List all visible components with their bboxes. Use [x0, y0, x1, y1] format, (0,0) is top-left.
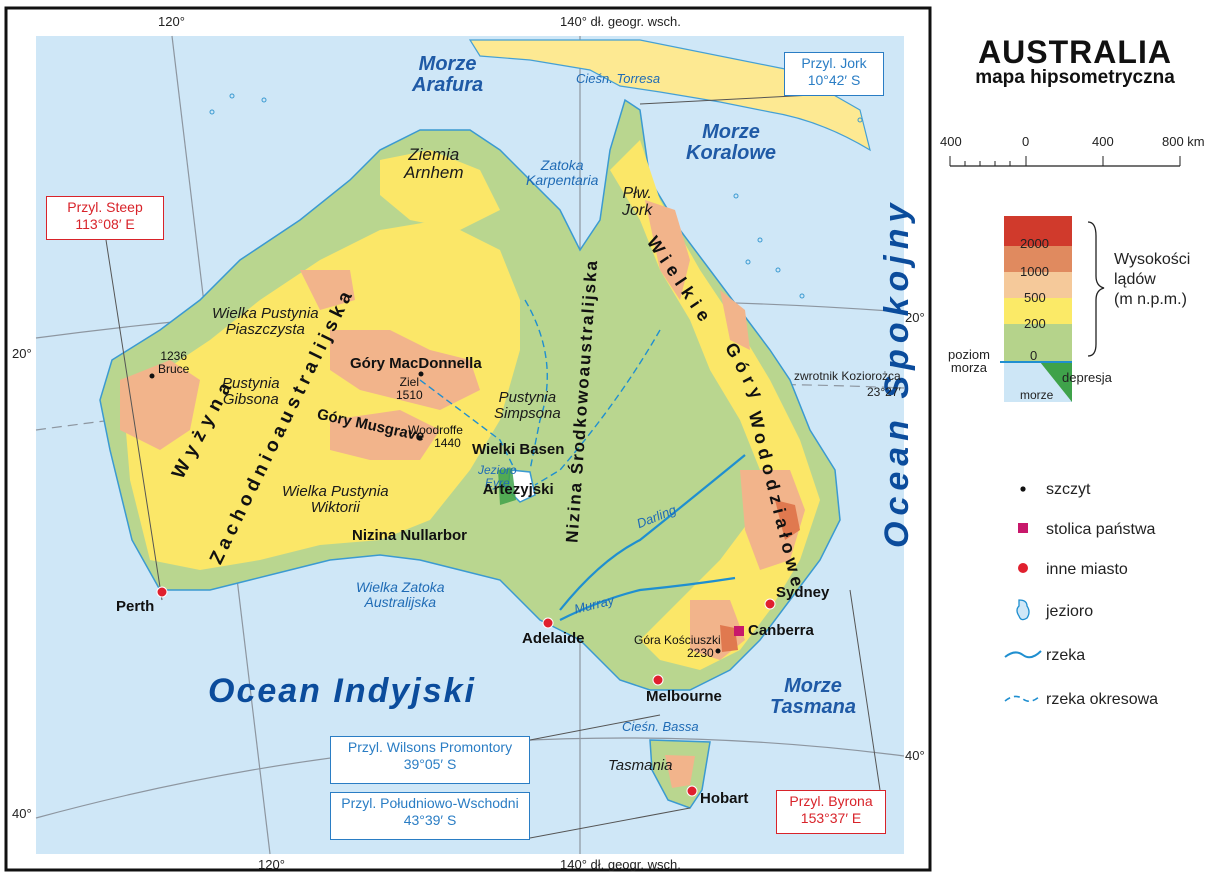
- legend-row: rzeka okresowa: [1000, 678, 1210, 722]
- cape-southeast-name: Przyl. Południowo-Wschodni: [341, 795, 519, 811]
- cape-jork-coord: 10°42′ S: [807, 71, 861, 88]
- darling-river: [559, 454, 746, 611]
- city-sydney: Sydney: [776, 584, 830, 601]
- scale-tick-400: 400: [1092, 134, 1114, 149]
- river-icon: [1000, 647, 1046, 666]
- level-500: 500: [1024, 290, 1046, 305]
- strait-bassa: Cieśn. Bassa: [622, 719, 699, 734]
- depression-label: depresja: [1062, 370, 1112, 385]
- city-melbourne: Melbourne: [646, 688, 722, 705]
- legend-row: jezioro: [1000, 590, 1210, 634]
- cape-byrona-box: Przyl. Byrona 153°37′ E: [776, 790, 886, 834]
- lon-120-bottom: 120°: [258, 857, 285, 872]
- city-canberra: Canberra: [748, 622, 814, 639]
- city-circle-icon: [1000, 561, 1046, 580]
- legend-title-block: AUSTRALIA mapa hipsometryczna: [940, 34, 1210, 89]
- strait-torresa: Cieśn. Torresa: [576, 71, 661, 86]
- lat-40-left: 40°: [12, 806, 32, 821]
- lat-20-right: 20°: [905, 310, 925, 325]
- murray-river: [559, 576, 736, 621]
- lon-140-bottom: 140° dł. geogr. wsch.: [560, 857, 681, 872]
- cape-steep-box: Przyl. Steep 113°08′ E: [46, 196, 164, 240]
- legend-row: rzeka: [1000, 634, 1210, 678]
- city-hobart: Hobart: [700, 790, 749, 807]
- level-1000: 1000: [1020, 264, 1049, 279]
- cape-wilsons-coord: 39°05′ S: [403, 755, 457, 772]
- seasonal-river-icon: [1000, 691, 1046, 710]
- plain-nullarbor: Nizina Nullarbor: [352, 527, 468, 544]
- cape-southeast-box: Przyl. Południowo-Wschodni 43°39′ S: [330, 792, 530, 840]
- level-2000: 2000: [1020, 236, 1049, 251]
- lake-icon: [1000, 598, 1046, 627]
- region-tasmania: Tasmania: [608, 757, 673, 774]
- peak-dot-icon: [1000, 481, 1046, 499]
- hypsometric-scale: [1000, 216, 1105, 402]
- scale-tick-400-left: 400: [940, 134, 962, 149]
- map-title: AUSTRALIA: [978, 34, 1172, 70]
- rivers: [559, 454, 746, 621]
- hypsometric-map: [4, 6, 932, 872]
- cape-jork-name: Przyl. Jork: [801, 55, 867, 71]
- highland-zone: [120, 360, 200, 450]
- ocean-indyjski: Ocean Indyjski: [208, 672, 476, 710]
- level-200: 200: [1024, 316, 1046, 331]
- lon-140-top: 140° dł. geogr. wsch.: [560, 14, 681, 29]
- cape-steep-name: Przyl. Steep: [67, 199, 143, 215]
- cape-wilsons-box: Przyl. Wilsons Promontory 39°05′ S: [330, 736, 530, 784]
- legend-row: szczyt: [1000, 470, 1210, 510]
- city-adelaide: Adelaide: [522, 630, 585, 647]
- cape-byrona-coord: 153°37′ E: [800, 809, 862, 826]
- peak-markers: [149, 371, 721, 654]
- city-markers: [156, 586, 776, 797]
- cape-southeast-coord: 43°39′ S: [403, 811, 457, 828]
- capital-square-icon: [1000, 521, 1046, 539]
- legend-sea-label: morze: [1020, 388, 1054, 402]
- mountains-macdonnella: Góry MacDonnella: [350, 355, 482, 372]
- lat-20-left: 20°: [12, 346, 32, 361]
- lon-120-top: 120°: [158, 14, 185, 29]
- lat-40-right: 40°: [905, 748, 925, 763]
- cape-wilsons-name: Przyl. Wilsons Promontory: [347, 739, 513, 755]
- new-guinea: [468, 39, 871, 152]
- level-0: 0: [1030, 348, 1038, 363]
- symbol-legend: szczyt stolica państwa inne miasto jezio…: [1000, 470, 1210, 722]
- cape-jork-box: Przyl. Jork 10°42′ S: [784, 52, 884, 96]
- city-perth: Perth: [116, 598, 155, 615]
- scale-tick-0: 0: [1022, 134, 1030, 149]
- legend-row: stolica państwa: [1000, 510, 1210, 550]
- scale-tick-800: 800 km: [1162, 134, 1205, 149]
- scale-bar: [949, 156, 1181, 167]
- cape-byrona-name: Przyl. Byrona: [789, 793, 873, 809]
- yellow-zone: [125, 220, 520, 570]
- cape-steep-coord: 113°08′ E: [75, 215, 135, 232]
- legend-row: inne miasto: [1000, 550, 1210, 590]
- map-subtitle: mapa hipsometryczna: [975, 67, 1175, 88]
- region-cape-jork: Płw.Jork: [622, 185, 653, 219]
- seasonal-rivers: [419, 299, 661, 486]
